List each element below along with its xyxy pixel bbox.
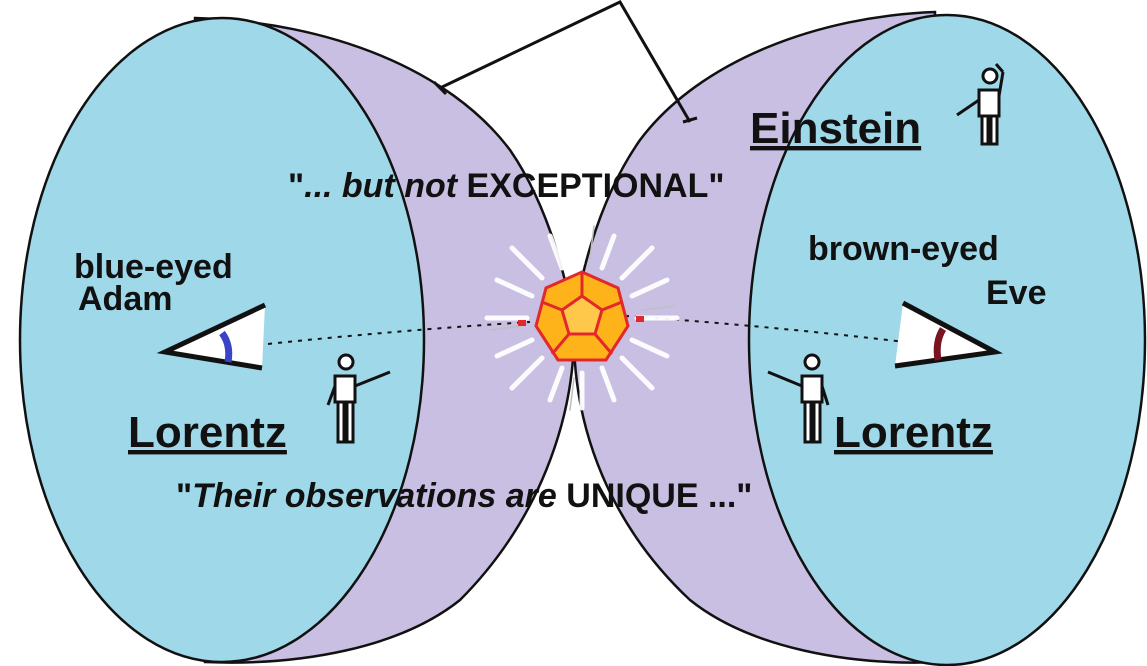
pointer-lines xyxy=(432,0,698,124)
stick-figure-icon xyxy=(767,353,830,444)
eye-icon xyxy=(156,302,267,371)
quote-top: "... but not EXCEPTIONAL" xyxy=(288,167,724,205)
left-cone xyxy=(18,16,576,664)
eye-icon xyxy=(894,300,1003,369)
stick-figure-icon xyxy=(326,353,391,444)
blue-eyed-label-line2: Adam xyxy=(78,280,172,318)
lorentz-left-label: Lorentz xyxy=(128,408,287,457)
blue-eyed-label-line1: blue-eyed xyxy=(74,248,233,286)
einstein-label: Einstein xyxy=(750,104,921,153)
quote-bottom: "Their observations are UNIQUE ..." xyxy=(176,477,752,515)
brown-eyed-label-line2: Eve xyxy=(986,274,1047,312)
brown-eyed-label-line1: brown-eyed xyxy=(808,230,999,268)
dodecahedron-icon xyxy=(484,225,680,411)
stick-figure-icon xyxy=(956,63,1005,146)
lorentz-right-label: Lorentz xyxy=(834,408,993,457)
